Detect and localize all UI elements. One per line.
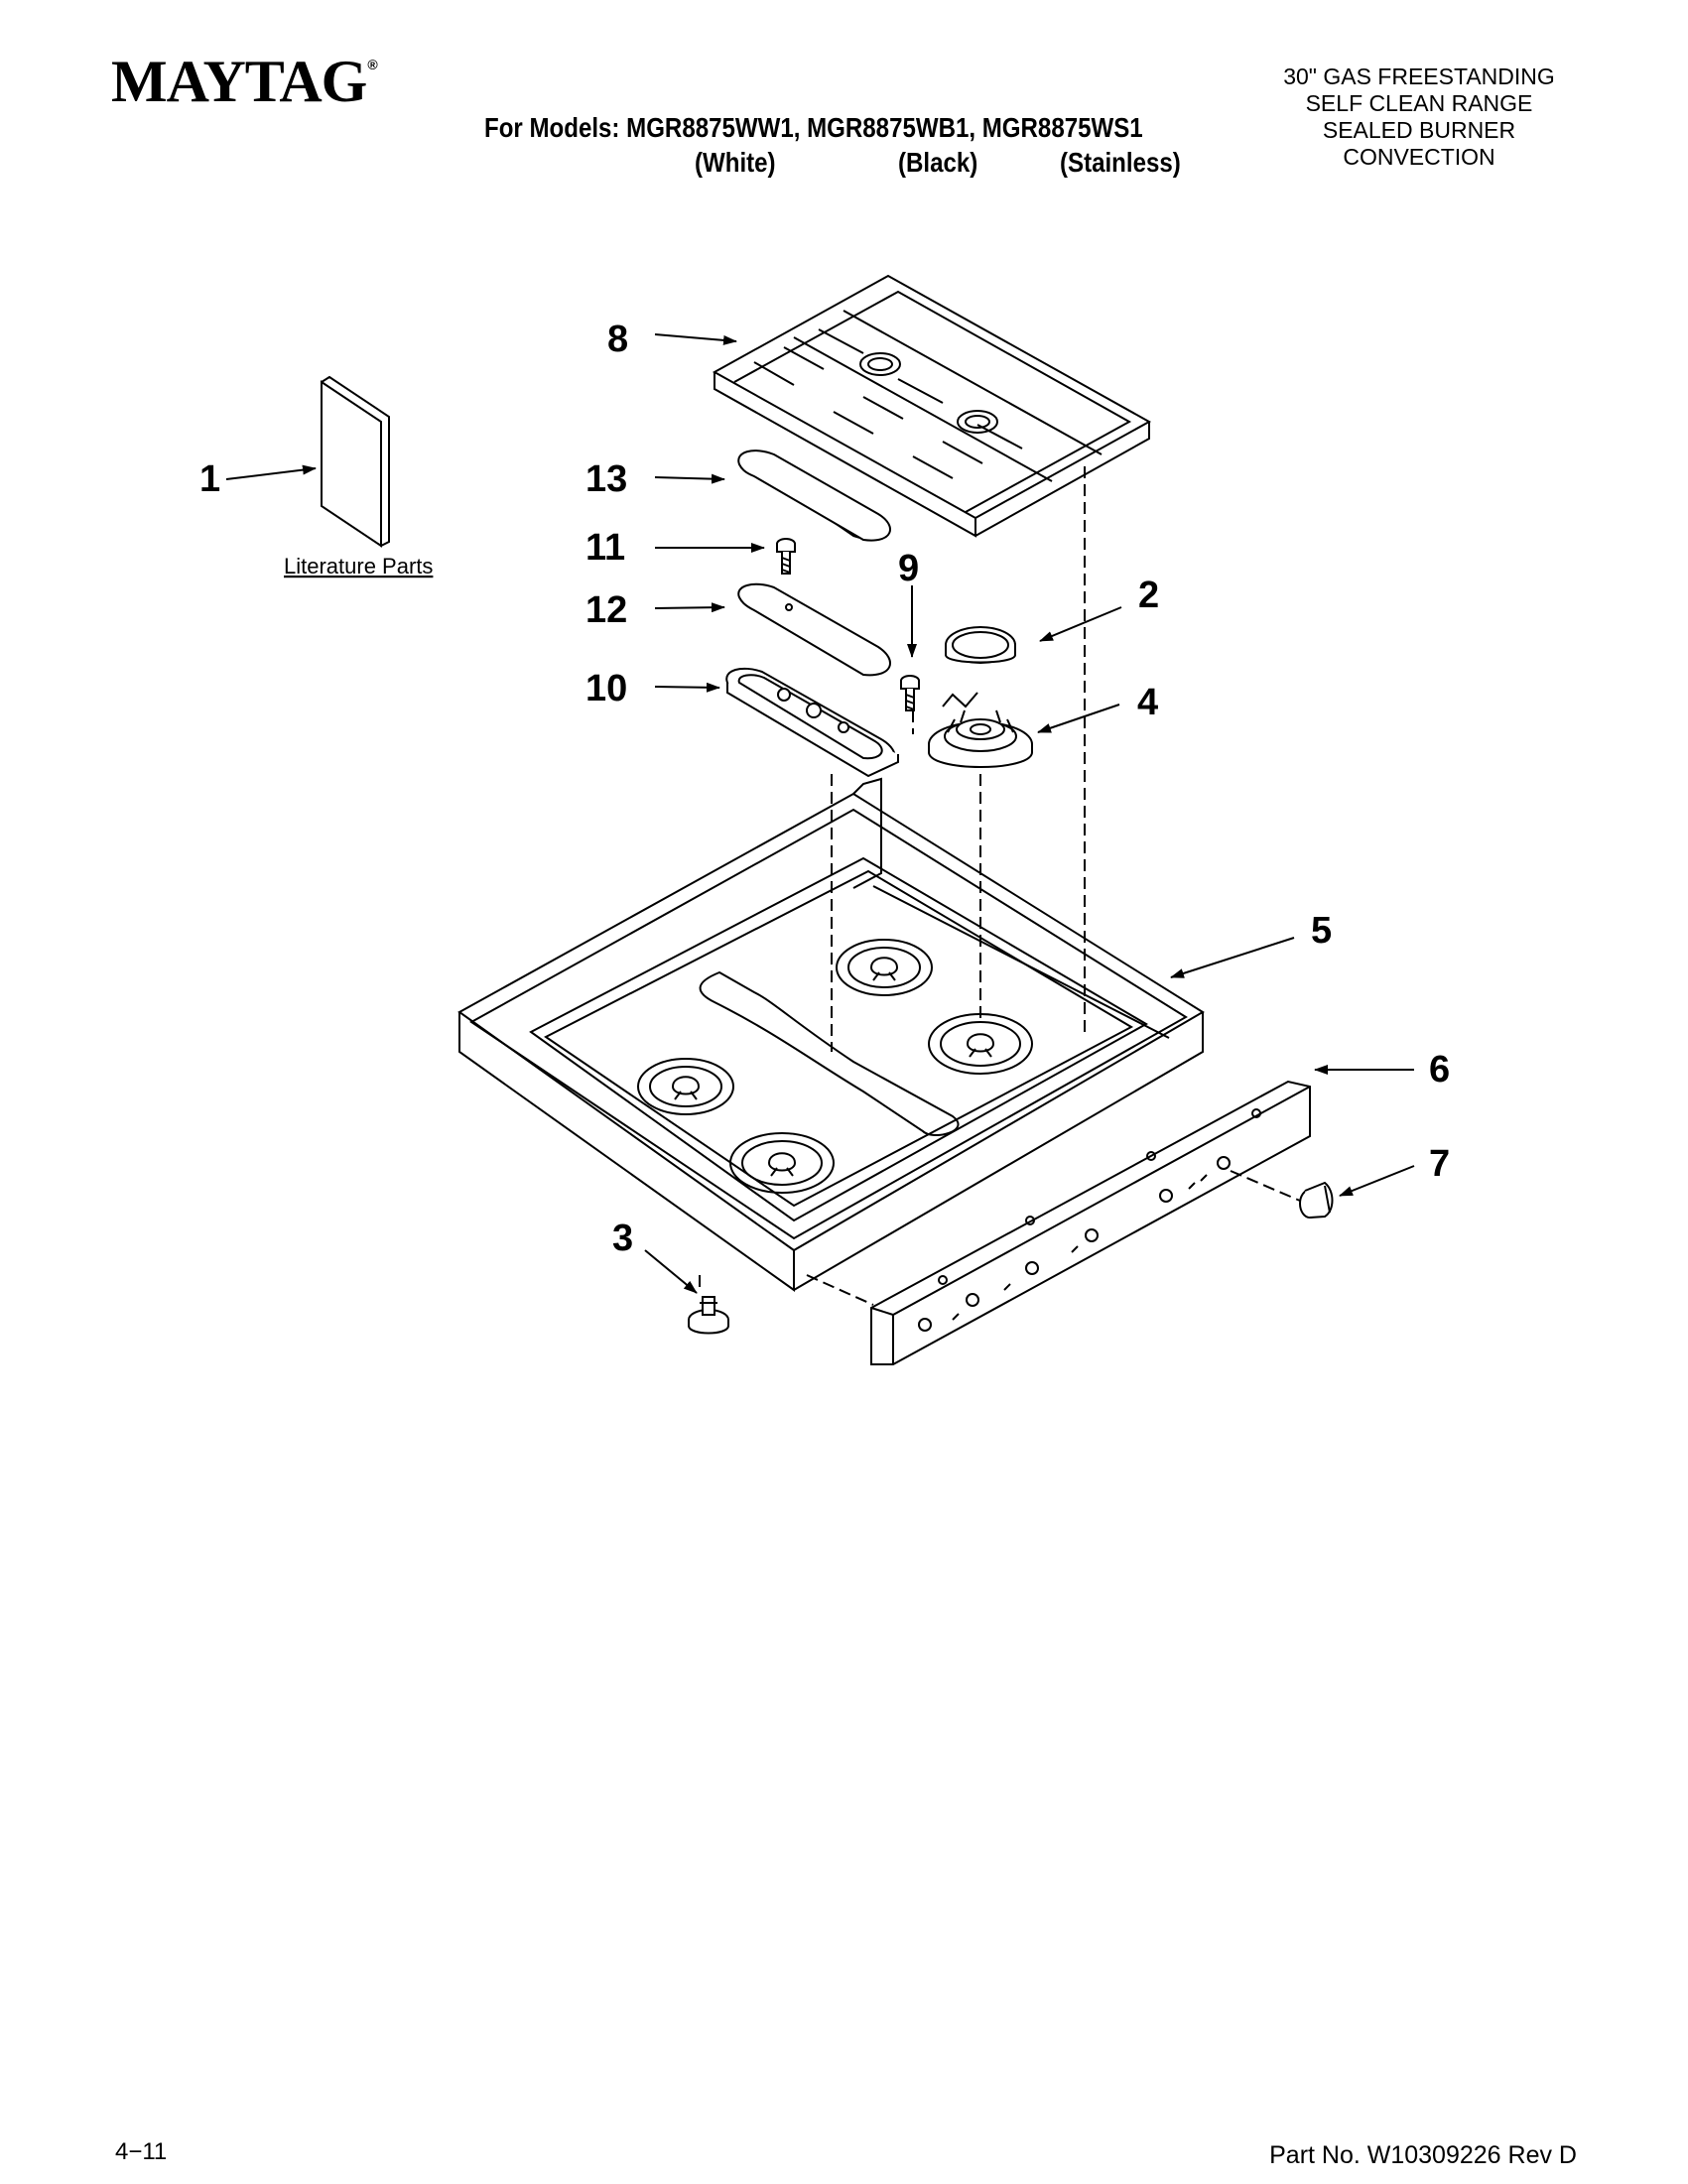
oval-flame-spreader	[737, 582, 891, 677]
desc-line-1: 30" GAS FREESTANDING	[1283, 64, 1555, 89]
date-code: 4−11	[115, 2138, 168, 2165]
round-burner-cap	[945, 626, 1016, 664]
callout-12: 12	[585, 589, 627, 631]
registered-mark: ®	[367, 57, 377, 72]
models-line: For Models: MGR8875WW1, MGR8875WB1, MGR8…	[484, 112, 1143, 143]
hollow-connector	[942, 692, 978, 708]
callout-1: 1	[199, 458, 220, 500]
product-description: 30" GAS FREESTANDING SELF CLEAN RANGE SE…	[1231, 64, 1608, 171]
color-stainless: (Stainless)	[1060, 147, 1181, 178]
color-white: (White)	[695, 147, 776, 178]
main-cooktop	[457, 777, 1205, 1292]
callout-7: 7	[1429, 1143, 1450, 1185]
screw-9	[900, 675, 920, 711]
screw-11	[776, 538, 796, 575]
literature-parts-label: Literature Parts	[284, 554, 433, 578]
alignment-lines	[699, 466, 1301, 1306]
callout-13: 13	[585, 458, 627, 500]
callout-8: 8	[607, 319, 628, 360]
callout-10: 10	[585, 668, 627, 709]
part-number: Part No. W10309226 Rev D	[1269, 2141, 1577, 2169]
callout-9: 9	[898, 548, 919, 589]
callout-2: 2	[1138, 575, 1159, 616]
literature-parts-booklet	[320, 375, 390, 548]
control-manifold-panel	[870, 1080, 1311, 1365]
callout-4: 4	[1137, 682, 1158, 723]
desc-line-4: CONVECTION	[1343, 144, 1495, 170]
callout-11: 11	[585, 527, 625, 569]
callout-6: 6	[1429, 1049, 1450, 1091]
maytag-logo: MAYTAG®	[111, 49, 378, 114]
brand-name: MAYTAG	[111, 49, 367, 114]
callout-3: 3	[612, 1218, 633, 1259]
round-burner-base	[928, 709, 1033, 768]
callout-5: 5	[1311, 910, 1332, 952]
callout-arrows	[225, 333, 1415, 1294]
burner-grate	[712, 274, 1152, 538]
oval-burner-base	[725, 667, 899, 778]
desc-line-2: SELF CLEAN RANGE	[1305, 90, 1533, 116]
oval-burner-cap	[737, 450, 891, 542]
color-black: (Black)	[898, 147, 978, 178]
leveling-leg	[688, 1296, 729, 1335]
control-knob	[1299, 1181, 1334, 1219]
desc-line-3: SEALED BURNER	[1322, 117, 1516, 143]
